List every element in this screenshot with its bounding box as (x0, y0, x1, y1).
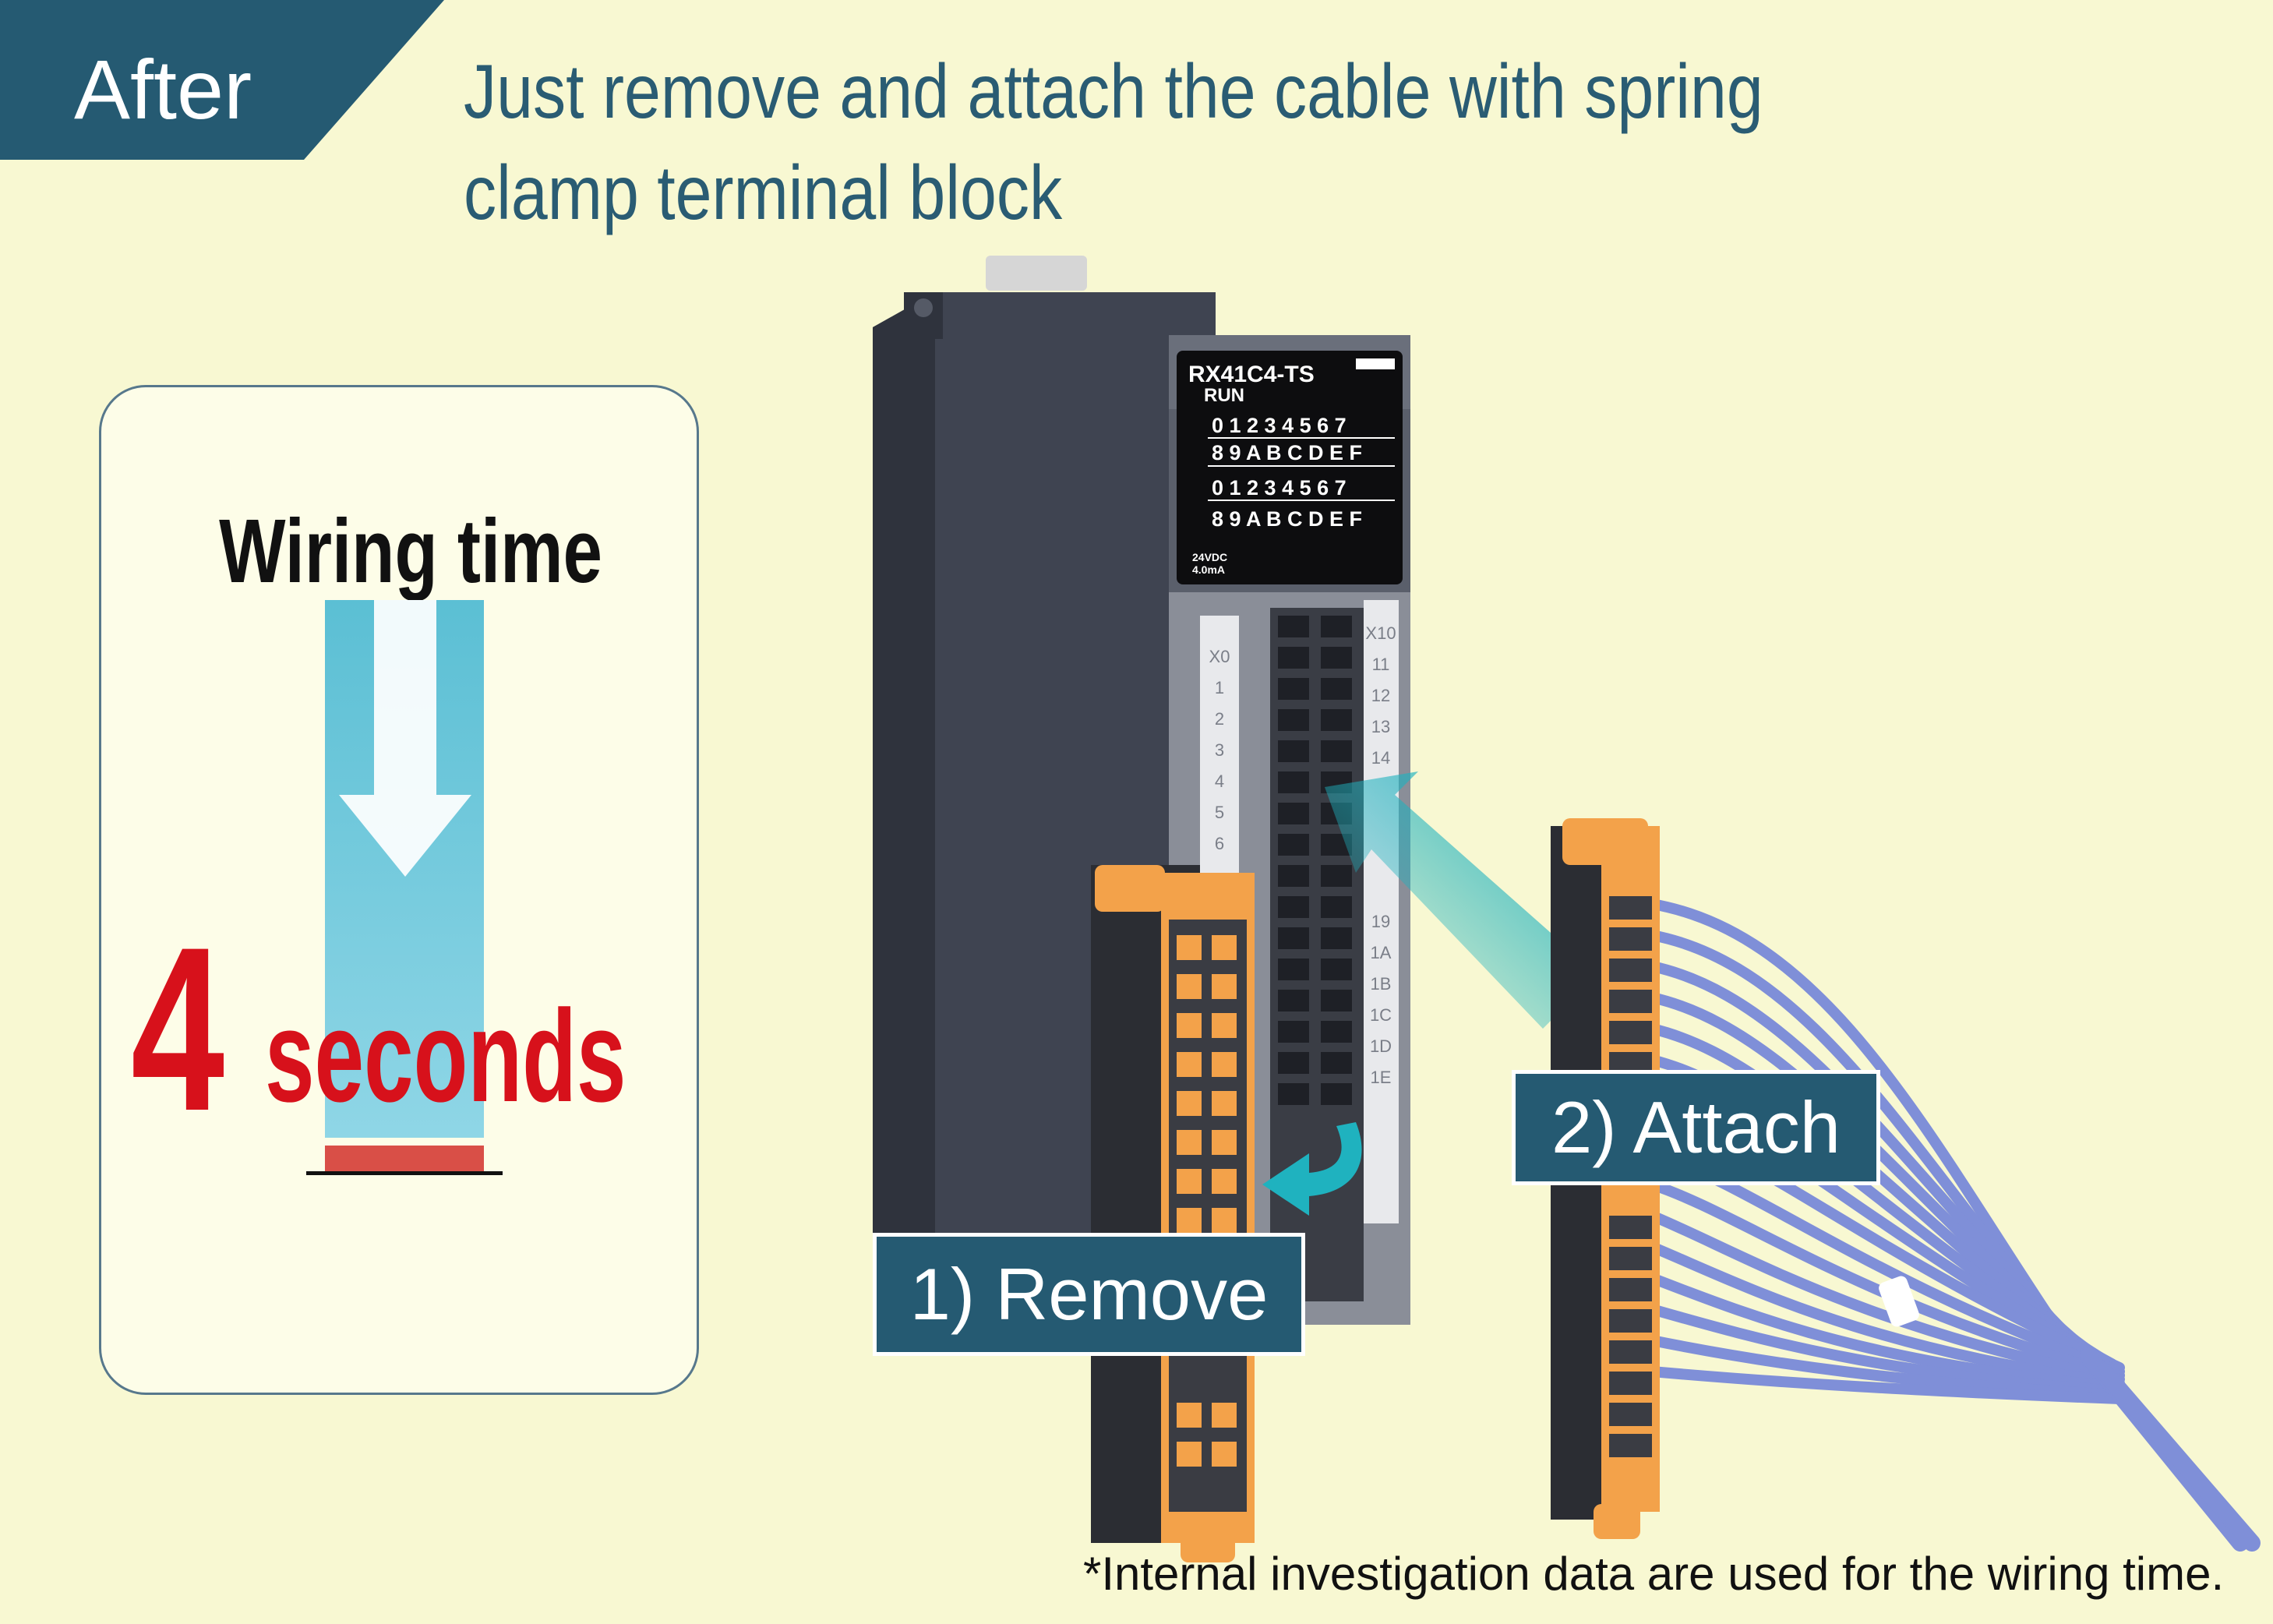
headline-line-2: clamp terminal block (464, 150, 1063, 235)
wiring-time-unit: seconds (265, 983, 626, 1129)
terminal-label-left: 3 (1215, 740, 1224, 760)
terminal-label-right: 12 (1371, 686, 1390, 705)
rating-line-2: 4.0mA (1192, 563, 1225, 576)
terminal-label-right: 19 (1371, 912, 1390, 931)
remove-step-label: 1) Remove (873, 1233, 1305, 1356)
cable-bundle (1647, 898, 2261, 1552)
terminal-label-left: 6 (1215, 834, 1224, 853)
terminal-label-right: 1A (1371, 943, 1392, 962)
led-row-2: 8 9 A B C D E F (1212, 441, 1362, 464)
led-row-4: 8 9 A B C D E F (1212, 507, 1362, 531)
terminal-label-left: X0 (1209, 647, 1230, 666)
terminal-label-right: 14 (1371, 748, 1390, 768)
connector-pins (1278, 616, 1352, 1105)
terminal-label-left: 2 (1215, 709, 1224, 729)
headline-line-1: Just remove and attach the cable with sp… (464, 48, 1763, 134)
wiring-time-bar-base (325, 1146, 484, 1175)
terminal-label-right: 13 (1371, 717, 1390, 736)
cable-tie (1879, 1276, 1919, 1327)
removed-terminal-block (1091, 865, 1255, 1562)
terminal-label-left: 4 (1215, 771, 1224, 791)
terminal-label-right: 11 (1372, 655, 1390, 674)
wiring-time-value: 4 (131, 898, 225, 1160)
remove-arrow-icon (1262, 1122, 1362, 1216)
io-module-illustration: RX41C4-TS RUN 0 1 2 3 4 5 6 7 8 9 A B C … (873, 256, 2261, 1562)
led-row-3: 0 1 2 3 4 5 6 7 (1212, 476, 1347, 500)
led-display (1177, 351, 1403, 584)
attach-step-label: 2) Attach (1512, 1070, 1880, 1185)
terminal-label-right: 1D (1370, 1036, 1392, 1056)
terminal-label-left: 1 (1215, 678, 1224, 697)
rating-line-1: 24VDC (1192, 551, 1227, 563)
attach-arrow-icon (1325, 771, 1597, 1029)
wiring-time-title: Wiring time (219, 500, 602, 602)
after-tag (0, 0, 444, 160)
footnote: *Internal investigation data are used fo… (1083, 1548, 2225, 1600)
led-row-1: 0 1 2 3 4 5 6 7 (1212, 414, 1347, 437)
terminal-label-left: 5 (1215, 803, 1224, 822)
after-label: After (74, 42, 252, 136)
terminal-label-right: 1E (1371, 1068, 1392, 1087)
headline: Just remove and attach the cable with sp… (464, 41, 1763, 243)
terminal-label-right: X10 (1365, 623, 1396, 643)
right-terminal-labels (1364, 600, 1399, 1223)
terminal-label-right: 1B (1371, 974, 1392, 994)
model-name: RX41C4-TS (1188, 362, 1315, 387)
down-arrow-icon (339, 600, 471, 877)
run-label: RUN (1204, 385, 1244, 406)
terminal-label-right: 1C (1370, 1005, 1392, 1025)
baseline-divider (306, 1171, 503, 1175)
module-latch (986, 256, 1087, 291)
